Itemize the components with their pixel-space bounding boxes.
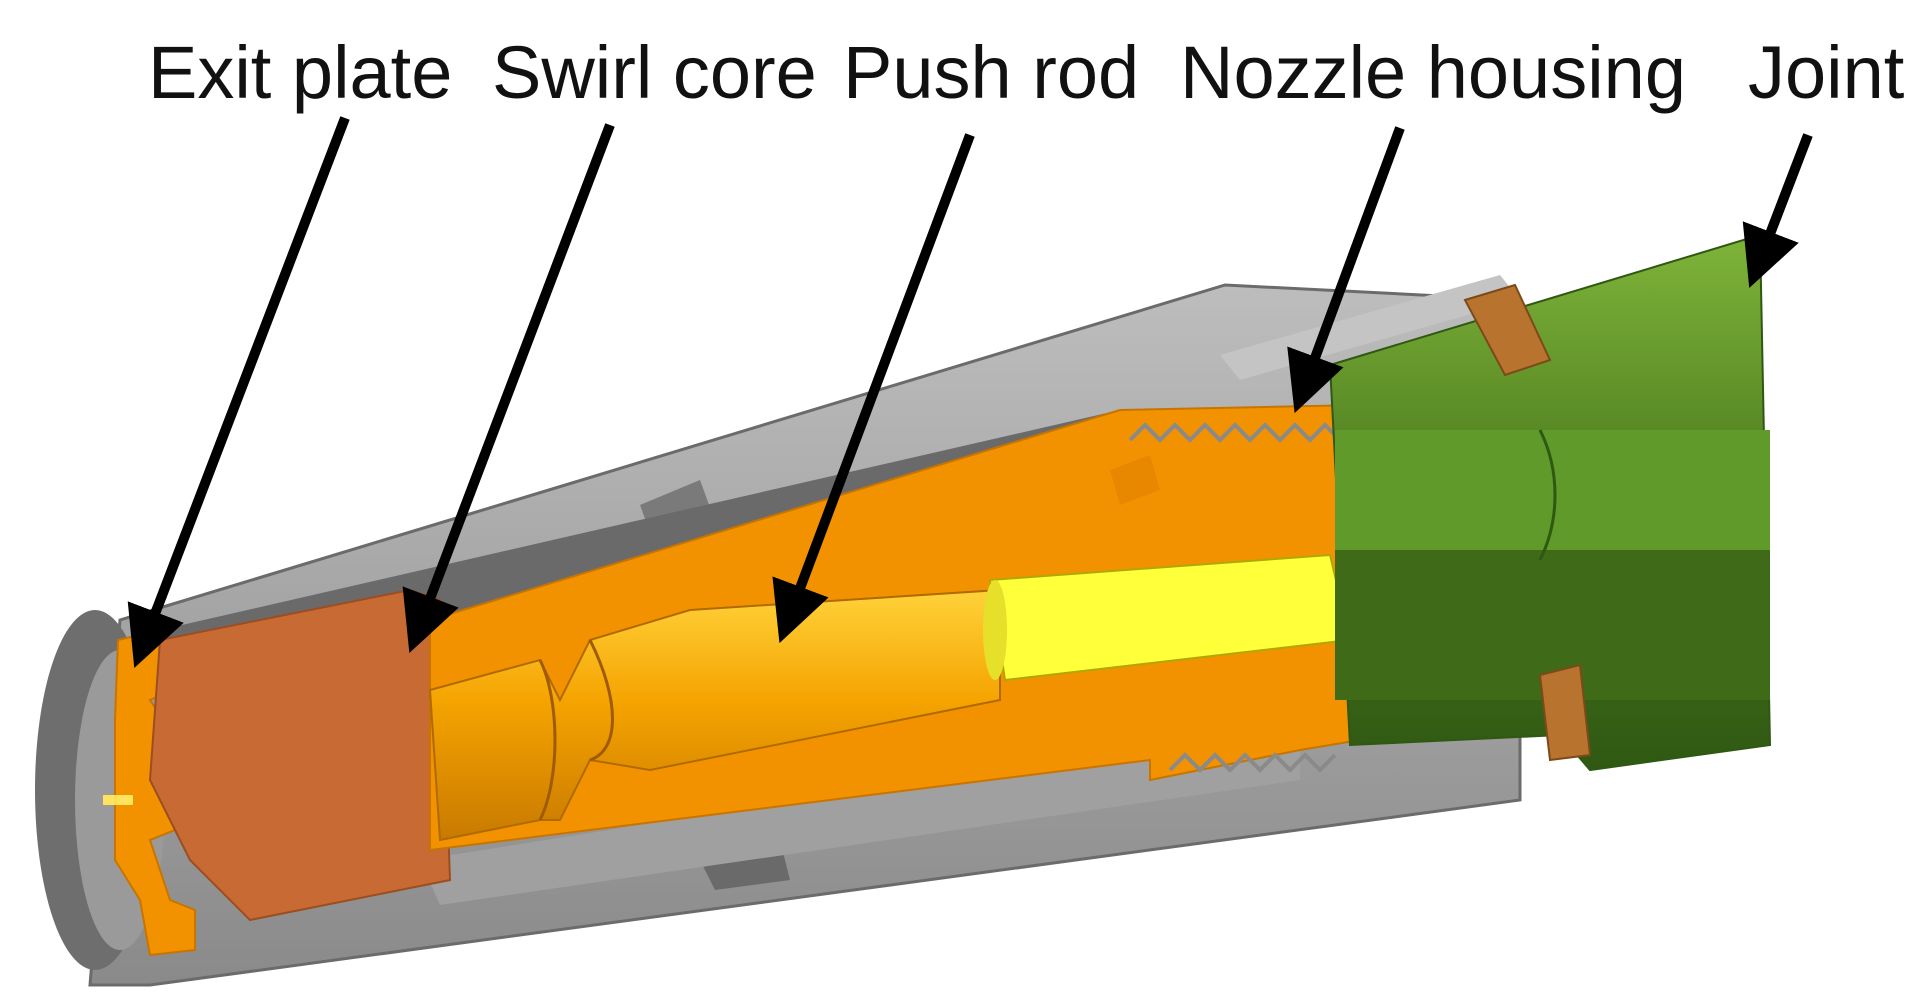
- push-rod: [428, 588, 1001, 842]
- label-nozzle-housing: Nozzle housing: [1180, 31, 1686, 114]
- label-swirl-core: Swirl core: [492, 31, 817, 114]
- joint: [1328, 233, 1772, 772]
- arrow-swirl-core: [402, 123, 615, 654]
- arrow-exit-plate: [127, 116, 350, 669]
- label-push-rod: Push rod: [843, 31, 1139, 114]
- arrow-push-rod: [772, 133, 975, 644]
- gasket: [1463, 283, 1592, 762]
- leader-arrows: [127, 116, 1813, 669]
- label-joint: Joint: [1748, 31, 1905, 114]
- arrow-nozzle-housing: [1287, 126, 1405, 414]
- label-exit-plate: Exit plate: [148, 31, 452, 114]
- arrow-joint: [1742, 133, 1813, 289]
